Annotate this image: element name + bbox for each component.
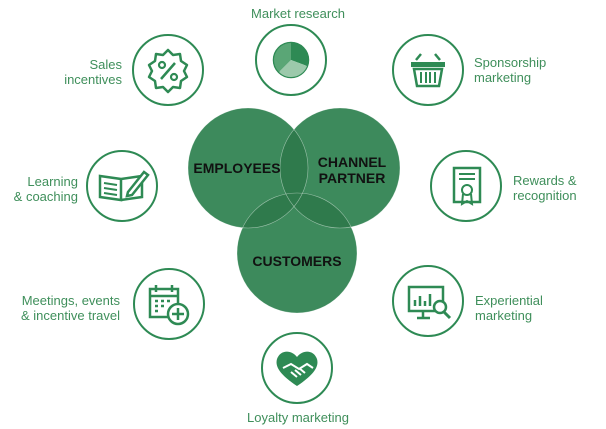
channel-partner-label: CHANNEL PARTNER (317, 154, 387, 186)
monitor-search-icon (407, 285, 452, 320)
employees-label: EMPLOYEES (193, 160, 281, 176)
overlap-partner-customers (280, 193, 357, 228)
learning-circle (86, 150, 158, 222)
pie-chart-icon (272, 41, 310, 79)
handshake-heart-icon (276, 351, 318, 386)
rewards-label: Rewards & recognition (513, 173, 577, 203)
basket-icon (411, 53, 445, 88)
market-research-label: Market research (251, 6, 345, 21)
calendar-plus-icon (148, 285, 190, 326)
meetings-label: Meetings, events & incentive travel (21, 293, 120, 323)
loyalty-circle (261, 332, 333, 404)
meetings-circle (133, 268, 205, 340)
experiential-circle (392, 265, 464, 337)
loyalty-label: Loyalty marketing (247, 410, 349, 425)
overlap-employees-customers (237, 193, 308, 228)
experiential-label: Experiential marketing (475, 293, 543, 323)
percent-badge-icon (147, 48, 189, 94)
rewards-circle (430, 150, 502, 222)
sales-label: Sales incentives (64, 57, 122, 87)
book-pen-icon (98, 170, 150, 202)
certificate-icon (452, 166, 482, 206)
market-research-circle (255, 24, 327, 96)
sponsorship-label: Sponsorship marketing (474, 55, 547, 85)
sponsorship-circle (392, 34, 464, 106)
customers-label: CUSTOMERS (252, 253, 342, 269)
learning-label: Learning & coaching (13, 174, 78, 204)
sales-circle (132, 34, 204, 106)
